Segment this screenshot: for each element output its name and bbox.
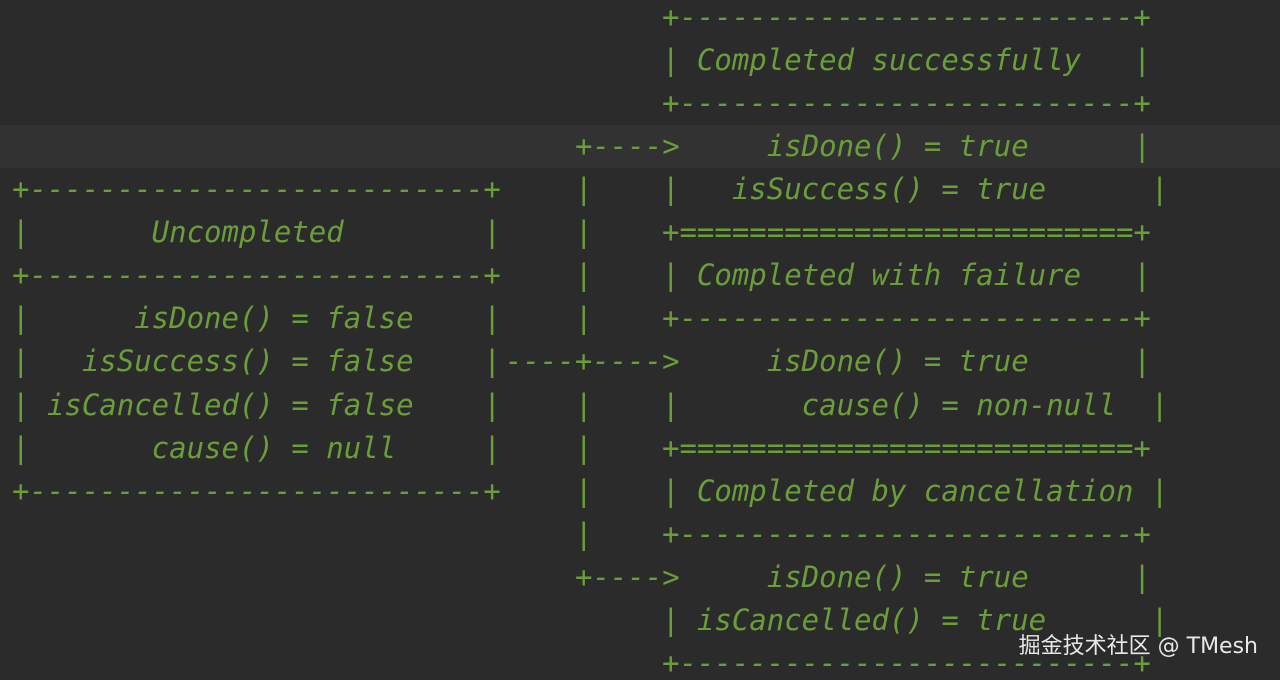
uncompleted-issuccess-line: | isSuccess() = false |	[12, 344, 501, 378]
failure-box-separator: +--------------------------+	[662, 301, 1151, 335]
arrow-to-failure: ----+---->	[505, 344, 680, 378]
pipe-cancel-left: |	[662, 603, 680, 637]
uncompleted-box-top-border: +--------------------------+	[12, 172, 501, 206]
trunk-pipe: |	[575, 301, 593, 335]
uncompleted-isdone-line: | isDone() = false |	[12, 301, 501, 335]
cancel-box-title: | Completed by cancellation |	[662, 474, 1169, 508]
success-issuccess-line: | isSuccess() = true |	[662, 172, 1169, 206]
trunk-pipe: |	[575, 258, 593, 292]
success-isdone-line: isDone() = true |	[662, 129, 1151, 163]
arrow-to-cancel: +---->	[575, 560, 680, 594]
trunk-pipe: |	[575, 517, 593, 551]
arrow-to-success: +---->	[575, 129, 680, 163]
uncompleted-cause-line: | cause() = null |	[12, 431, 501, 465]
failure-box-top-border: +==========================+	[662, 215, 1151, 249]
cancel-box-separator: +--------------------------+	[662, 517, 1151, 551]
cancel-isdone-line: isDone() = true |	[662, 560, 1151, 594]
failure-cause-line: | cause() = non-null |	[662, 388, 1169, 422]
uncompleted-box-bottom-border: +--------------------------+	[12, 474, 501, 508]
cancel-box-bottom-border: +--------------------------+	[662, 646, 1151, 680]
success-box-separator: +--------------------------+	[662, 86, 1151, 120]
pipe-failure-left: |	[662, 388, 680, 422]
cancel-iscancelled-line: | isCancelled() = true |	[662, 603, 1169, 637]
trunk-pipe: |	[575, 474, 593, 508]
uncompleted-box-title: | Uncompleted |	[12, 215, 501, 249]
trunk-pipe: |	[575, 431, 593, 465]
trunk-pipe: |	[575, 172, 593, 206]
watermark-text: 掘金技术社区 @ TMesh	[1018, 634, 1258, 659]
trunk-pipe: |	[575, 215, 593, 249]
pipe-success-left: |	[662, 172, 680, 206]
cancel-box-top-border: +==========================+	[662, 431, 1151, 465]
success-box-top-border: +--------------------------+	[662, 0, 1151, 34]
failure-box-title: | Completed with failure |	[662, 258, 1151, 292]
success-box-title: | Completed successfully |	[662, 43, 1151, 77]
uncompleted-iscancelled-line: | isCancelled() = false |	[12, 388, 501, 422]
uncompleted-box-separator: +--------------------------+	[12, 258, 501, 292]
trunk-pipe: |	[575, 388, 593, 422]
current-line-highlight	[0, 125, 1280, 168]
failure-isdone-line: isDone() = true |	[662, 344, 1151, 378]
